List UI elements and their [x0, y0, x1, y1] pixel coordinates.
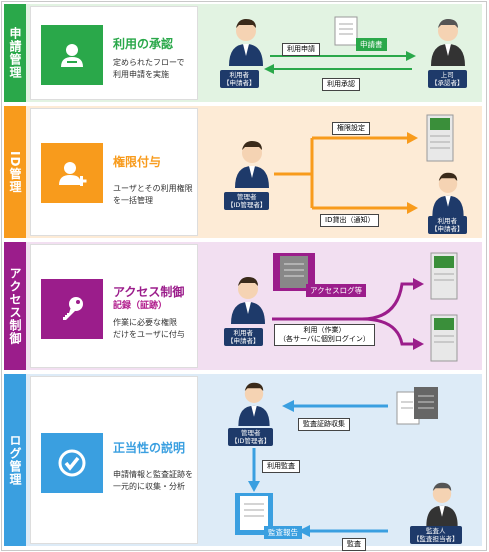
actor-label: 利用者【申請者】	[428, 216, 467, 235]
section-title: アクセス制御	[113, 285, 185, 299]
diagram: 利用者【申請者】 上司【承認者】 申請書 利用申請 利用承認	[202, 6, 482, 100]
person-icon	[228, 274, 268, 328]
person-icon	[234, 380, 274, 430]
info-panel: 利用の承認 定められたフローで 利用申請を実施	[30, 6, 198, 100]
arrow-label: 利用承認	[322, 78, 360, 92]
info-panel: 権限付与 ユーザとその利用権限 を一括管理	[30, 108, 198, 236]
actor-label: 管理者【ID管理者】	[228, 428, 274, 447]
arrow-label: 権限設定	[332, 122, 370, 136]
actor-label: 管理者【ID管理者】	[224, 192, 270, 211]
section-id-management: ID管理 権限付与 ユーザとその利用権限 を一括管理 管理者【ID管理者】 利用…	[4, 106, 482, 238]
actor-label: 利用者【申請者】	[220, 70, 259, 89]
side-label: ID管理	[4, 106, 26, 238]
arrow-label: 監査	[342, 538, 366, 552]
section-application: 申請管理 利用の承認 定められたフローで 利用申請を実施 利用者【申請者】 上司…	[4, 4, 482, 102]
section-description: 作業に必要な権限 だけをユーザに付与	[113, 318, 185, 339]
side-label: 申請管理	[4, 4, 26, 102]
key-icon	[41, 279, 103, 339]
arrow-label: ID貸出（通知）	[320, 214, 380, 228]
server-icon	[430, 314, 458, 366]
arrows	[264, 51, 416, 74]
arrows	[272, 278, 424, 350]
section-description: 申請情報と監査証跡を 一元的に収集・分析	[113, 470, 193, 491]
check-circle-icon	[41, 433, 103, 493]
diagram: 管理者【ID管理者】 利用者【申請者】 権限設定 ID貸出（通知）	[202, 108, 482, 236]
side-label: アクセス制御	[4, 242, 26, 370]
actor-label: 利用者【申請者】	[224, 328, 263, 347]
section-title: 権限付与	[113, 155, 162, 169]
section-access-control: アクセス制御 アクセス制御 記録（証跡） 作業に必要な権限 だけをユーザに付与 …	[4, 242, 482, 370]
server-icon	[430, 252, 458, 304]
side-label: ログ管理	[4, 374, 26, 546]
actor-label: 上司【承認者】	[428, 70, 467, 89]
section-log-management: ログ管理 正当性の説明 申請情報と監査証跡を 一元的に収集・分析 管理者【ID管…	[4, 374, 482, 552]
arrow-label: 利用申請	[282, 43, 320, 57]
person-icon	[428, 16, 468, 70]
arrow-label: 利用監査	[262, 460, 300, 474]
diagram: 管理者【ID管理者】 監査証跡収集 利用監査 監査報告 監査 監査人【監査担当者…	[202, 376, 482, 552]
document-label: 申請書	[356, 38, 387, 51]
section-subtitle: 記録（証跡）	[113, 301, 168, 311]
document-label: アクセスログ等	[306, 284, 367, 297]
actor-label: 監査人【監査担当者】	[410, 526, 462, 545]
section-title: 正当性の説明	[113, 441, 186, 455]
section-description: 定められたフローで 利用申請を実施	[113, 58, 185, 79]
person-icon	[422, 480, 462, 530]
person-icon	[232, 138, 272, 192]
info-panel: 正当性の説明 申請情報と監査証跡を 一元的に収集・分析	[30, 376, 198, 544]
arrows	[248, 400, 388, 537]
user-icon	[41, 25, 103, 85]
document-label: 監査報告	[264, 526, 302, 539]
person-icon	[226, 16, 266, 70]
diagram: 利用者【申請者】 アクセスログ等 利用（作業） （各サーバに個別ログイン）	[202, 244, 482, 368]
user-add-icon	[41, 143, 103, 203]
person-icon	[428, 170, 468, 220]
arrows	[274, 132, 418, 214]
arrow-label: 監査証跡収集	[298, 418, 350, 432]
server-icon	[426, 114, 454, 166]
document-icon	[334, 16, 358, 50]
arrow-label: 利用（作業） （各サーバに個別ログイン）	[274, 324, 375, 347]
document-stack-icon	[396, 386, 440, 430]
document-icon	[234, 492, 274, 540]
section-description: ユーザとその利用権限 を一括管理	[113, 184, 193, 205]
info-panel: アクセス制御 記録（証跡） 作業に必要な権限 だけをユーザに付与	[30, 244, 198, 368]
section-title: 利用の承認	[113, 37, 174, 51]
